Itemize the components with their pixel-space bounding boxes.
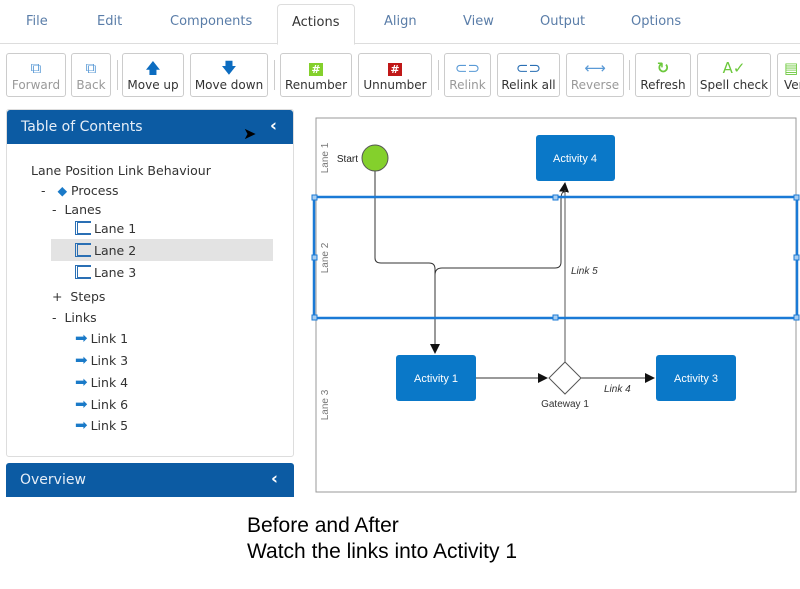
- tree-item-link[interactable]: ➡Link 6: [75, 395, 129, 413]
- menu-tabs: File Edit Components Actions Align View …: [0, 0, 800, 45]
- start-event[interactable]: [361, 144, 389, 172]
- activity-label: Activity 3: [674, 373, 718, 385]
- layers-icon: ◆: [57, 183, 68, 198]
- overview-panel: Overview‹: [6, 463, 294, 503]
- tree-item-link[interactable]: ➡Link 3: [75, 351, 129, 369]
- relink-button[interactable]: ⊂⊃Relink: [444, 53, 491, 97]
- caption-line-1: Before and After: [247, 514, 399, 537]
- tab-align[interactable]: Align: [384, 14, 417, 29]
- divider: [117, 60, 118, 90]
- tree-item-link[interactable]: ➡Link 1: [75, 329, 129, 347]
- forward-button[interactable]: ⧉Forward: [6, 53, 66, 97]
- refresh-button[interactable]: ↻Refresh: [635, 53, 691, 97]
- selection-handles[interactable]: [311, 194, 800, 321]
- back-button[interactable]: ⧉Back: [71, 53, 111, 97]
- caption-line-2: Watch the links into Activity 1: [247, 540, 517, 563]
- renumber-button[interactable]: #Renumber: [280, 53, 352, 97]
- tab-view[interactable]: View: [463, 14, 494, 29]
- tree-item-links[interactable]: - Links: [52, 310, 97, 325]
- link-5-label: Link 5: [571, 266, 598, 277]
- tree-item-process[interactable]: - ◆ Process: [41, 183, 119, 198]
- lane-label: Lane 3: [320, 389, 331, 420]
- divider: [274, 60, 275, 90]
- spell-check-icon: A✓: [722, 59, 746, 77]
- tree-item-steps[interactable]: + Steps: [52, 289, 106, 304]
- refresh-icon: ↻: [656, 59, 670, 77]
- relink-all-icon: ⊂⊃: [515, 59, 542, 77]
- arrow-up-icon: 🡅: [145, 59, 161, 77]
- renumber-icon: #: [309, 63, 323, 76]
- tree-item-lanes[interactable]: - Lanes: [52, 202, 102, 217]
- link-to-activity4[interactable]: [434, 182, 569, 276]
- link-icon: ⊂⊃: [454, 59, 481, 77]
- mouse-cursor-icon: ➤: [243, 124, 257, 143]
- link-arrow-icon: ➡: [75, 329, 88, 347]
- move-down-button[interactable]: 🡇Move down: [190, 53, 268, 97]
- gateway-1[interactable]: [548, 361, 582, 395]
- lane-label: Lane 1: [320, 142, 331, 173]
- toc-header: Table of Contents‹: [7, 110, 293, 144]
- link-4-label: Link 4: [604, 384, 631, 395]
- tree-item-link[interactable]: ➡Link 4: [75, 373, 129, 391]
- overview-header: Overview‹: [6, 463, 294, 497]
- toc-root[interactable]: Lane Position Link Behaviour: [31, 163, 211, 178]
- lane-icon: [75, 265, 91, 279]
- tree-item-lane-1[interactable]: Lane 1: [75, 221, 136, 236]
- divider: [629, 60, 630, 90]
- verify-button[interactable]: ▤Ver: [777, 53, 800, 97]
- move-up-button[interactable]: 🡅Move up: [122, 53, 184, 97]
- divider: [438, 60, 439, 90]
- link-arrow-icon: ➡: [75, 395, 88, 413]
- unnumber-button[interactable]: #Unnumber: [358, 53, 432, 97]
- toc-panel: Table of Contents‹: [6, 109, 294, 457]
- tab-actions[interactable]: Actions: [277, 4, 355, 45]
- activity-label: Activity 1: [414, 373, 458, 385]
- link-arrow-icon: ➡: [75, 416, 88, 434]
- tree-item-link[interactable]: ➡Link 5: [75, 416, 129, 434]
- selected-row-highlight: [51, 239, 273, 261]
- reverse-button[interactable]: ⟷Reverse: [566, 53, 624, 97]
- lane-icon: [75, 221, 91, 235]
- activity-4[interactable]: [536, 135, 615, 181]
- link-arrow-icon: ➡: [75, 351, 88, 369]
- gateway-label: Gateway 1: [541, 399, 589, 410]
- back-icon: ⧉: [85, 59, 97, 77]
- reverse-icon: ⟷: [584, 59, 606, 77]
- relink-all-button[interactable]: ⊂⊃Relink all: [497, 53, 560, 97]
- lane-icon: [75, 243, 91, 257]
- start-label: Start: [337, 154, 358, 165]
- link-arrow-icon: ➡: [75, 373, 88, 391]
- tab-output[interactable]: Output: [540, 14, 586, 29]
- arrow-down-icon: 🡇: [221, 59, 237, 77]
- tab-file[interactable]: File: [26, 14, 48, 29]
- activity-label: Activity 4: [553, 153, 597, 165]
- link-start-to-activity1[interactable]: [374, 171, 440, 354]
- activity-3[interactable]: [656, 355, 736, 401]
- unnumber-icon: #: [388, 63, 402, 76]
- tab-edit[interactable]: Edit: [97, 14, 123, 29]
- tree-item-lane-2[interactable]: Lane 2: [75, 243, 136, 258]
- verify-icon: ▤: [784, 59, 799, 77]
- spell-check-button[interactable]: A✓Spell check: [697, 53, 771, 97]
- collapse-chevron-icon[interactable]: ‹: [270, 469, 278, 489]
- tree-item-lane-3[interactable]: Lane 3: [75, 265, 136, 280]
- tab-components[interactable]: Components: [170, 14, 253, 29]
- tab-options[interactable]: Options: [631, 14, 682, 29]
- forward-icon: ⧉: [30, 59, 42, 77]
- lane-label: Lane 2: [320, 242, 331, 273]
- activity-1[interactable]: [396, 355, 476, 401]
- collapse-chevron-icon[interactable]: ‹: [269, 116, 277, 136]
